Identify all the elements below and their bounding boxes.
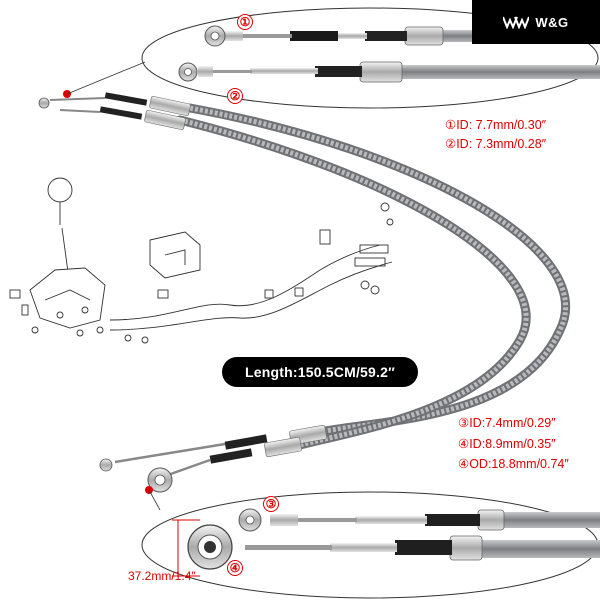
- spec-od-4: ④OD:18.8mm/0.74″: [458, 457, 569, 471]
- spec-id-1: ①ID: 7.7mm/0.30″: [445, 118, 547, 132]
- callout-3: ③: [263, 496, 279, 512]
- brand-mark-icon: [503, 16, 530, 29]
- diameter-dimension-label: 37.2mm/1.4″: [128, 569, 196, 583]
- callout-1: ①: [237, 14, 253, 30]
- main-cables: [38, 90, 571, 494]
- diameter-dimension-bracket: [172, 519, 200, 577]
- bottom-zoom-cable-4: [187, 524, 600, 570]
- callout-2: ②: [227, 88, 243, 104]
- brand-name: W&G: [535, 14, 569, 30]
- bottom-zoom-ellipse: [141, 491, 600, 599]
- bottom-zoom-cable-3: [238, 508, 600, 532]
- spec-id-2: ②ID: 7.3mm/0.28″: [445, 137, 547, 151]
- spec-id-3: ③ID:7.4mm/0.29″: [458, 416, 556, 430]
- length-badge: Length:150.5CM/59.2″: [222, 357, 418, 387]
- shifter-exploded-diagram: [9, 177, 394, 344]
- bottom-zoom-leader: [148, 489, 161, 511]
- top-zoom-cable-2: [178, 61, 600, 83]
- brand-logo: W&G: [472, 0, 600, 44]
- top-zoom-leader: [66, 61, 146, 95]
- callout-4: ④: [227, 560, 243, 576]
- spec-id-4: ④ID:8.9mm/0.35″: [458, 437, 556, 451]
